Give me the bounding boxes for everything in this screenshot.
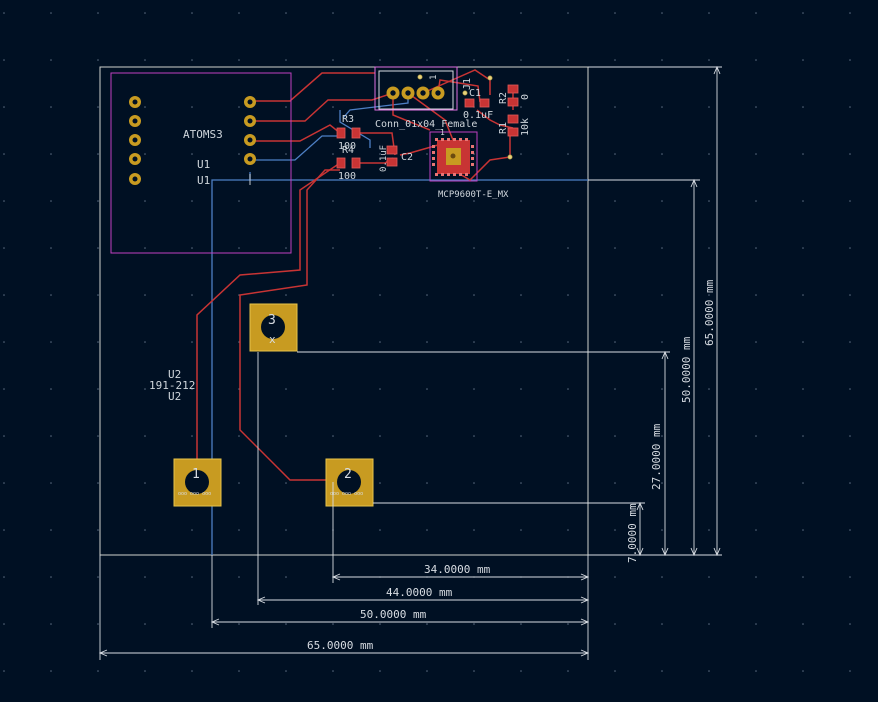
pad-3-number: 3 — [268, 313, 276, 328]
dimension-lines — [98, 65, 722, 660]
front-copper-traces — [196, 69, 514, 481]
u2-part-label: 191-212 — [149, 379, 195, 392]
c1-ref-label: C1 — [469, 88, 481, 99]
r2-value-label: 0 — [520, 94, 531, 100]
c1-value-label: 0.1uF — [463, 110, 493, 121]
sensor-courtyard — [429, 131, 478, 182]
connector-value-label: Conn_01x04_Female — [375, 119, 477, 130]
connector-silk-box — [378, 70, 454, 110]
r1-value-label: 10k — [520, 118, 531, 136]
pad-2-number: 2 — [344, 467, 352, 482]
r4-ref-label: R4 — [342, 145, 354, 156]
r3-value-label: 100 — [338, 141, 356, 152]
sensor-chip — [432, 138, 474, 176]
dim-label-27mm: 27.0000 mm — [650, 423, 663, 490]
board-outline — [99, 66, 589, 556]
dim-label-50mm-h: 50.0000 mm — [360, 608, 427, 621]
r4-value-label: 100 — [338, 171, 356, 182]
module-pins-left — [129, 96, 141, 185]
dim-label-44mm: 44.0000 mm — [386, 586, 453, 599]
r3-ref-label: R3 — [342, 114, 354, 125]
dim-label-65mm-v: 65.0000 mm — [703, 279, 716, 346]
connector-pins — [386, 86, 445, 100]
pad-2-sub: ooo ooo ooo — [330, 491, 363, 497]
terminal-pad-2 — [325, 458, 374, 507]
vias — [417, 74, 513, 160]
terminal-pad-1 — [173, 458, 222, 507]
pad-1-sub: ooo ooo ooo — [178, 491, 211, 497]
sensor-pin-label: 1 — [440, 128, 445, 137]
dim-label-65mm-h: 65.0000 mm — [307, 639, 374, 652]
u1-ref-label: U1 — [197, 174, 210, 187]
u2-ref-label: U2 — [168, 390, 181, 403]
terminal-pad-3 — [249, 303, 298, 352]
u1-value-label: U1 — [197, 158, 210, 171]
dim-label-50mm-v: 50.0000 mm — [680, 336, 693, 403]
smd-pads — [336, 84, 519, 169]
dim-label-34mm: 34.0000 mm — [424, 563, 491, 576]
c2-ref-label: C2 — [401, 152, 413, 163]
module-ref-label: ATOMS3 — [183, 128, 223, 141]
sensor-value-label: MCP9600T-E_MX — [438, 190, 509, 200]
module-courtyard — [110, 72, 292, 254]
r2-ref-label: R2 — [498, 92, 509, 104]
connector-ref-label: J1 — [462, 78, 473, 90]
r1-ref-label: R1 — [498, 122, 509, 134]
module-pins-right — [244, 96, 256, 165]
pad-1-number: 1 — [192, 467, 200, 482]
connector-courtyard — [374, 66, 458, 111]
pad-3-sub: x — [269, 333, 276, 346]
connector-pin1-label: 1 — [429, 75, 439, 80]
c2-value-label: 0.1uF — [379, 145, 389, 172]
dim-label-7mm: 7.0000 mm — [626, 503, 639, 563]
u2-value-label: U2 — [168, 368, 181, 381]
